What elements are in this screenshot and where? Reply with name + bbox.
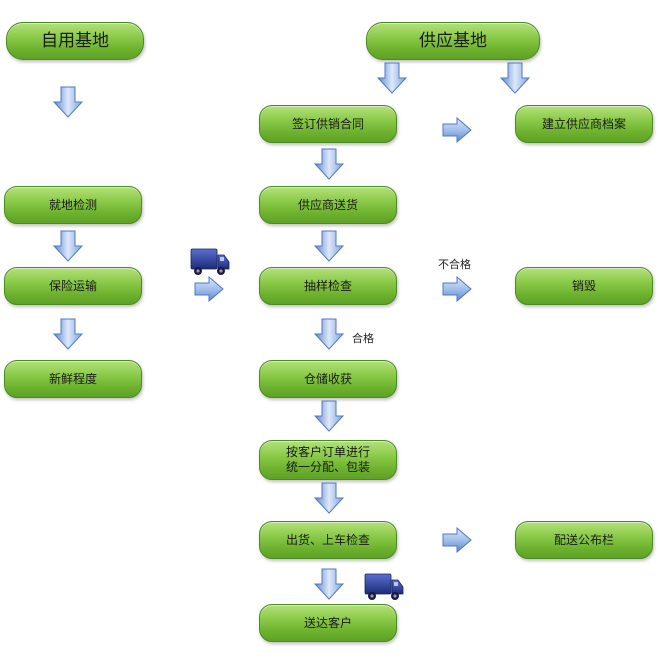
down-arrow-icon: [314, 318, 344, 350]
down-arrow-icon: [314, 400, 344, 432]
down-arrow-icon: [53, 318, 83, 350]
step-sampling-check: 抽样检查: [259, 267, 397, 305]
self-step-freshness: 新鲜程度: [4, 360, 142, 398]
step-deliver-customer: 送达客户: [259, 604, 397, 642]
side-distribution-board: 配送公布栏: [515, 521, 653, 559]
supply-base-title: 供应基地: [366, 22, 540, 60]
right-arrow-icon: [442, 527, 472, 553]
down-arrow-icon: [314, 230, 344, 262]
side-destroy: 销毁: [515, 267, 653, 305]
step-sign-contract: 签订供销合同: [259, 105, 397, 143]
down-arrow-icon: [377, 62, 407, 94]
step-storage-receipt: 仓储收获: [259, 360, 397, 398]
step-supplier-delivery: 供应商送货: [259, 186, 397, 224]
allocate-pack-line1: 按客户订单进行: [285, 445, 370, 459]
qualified-label: 合格: [352, 332, 374, 345]
down-arrow-icon: [314, 148, 344, 180]
unqualified-label: 不合格: [438, 258, 471, 271]
down-arrow-icon: [53, 86, 83, 118]
truck-icon: [364, 572, 404, 602]
self-base-title: 自用基地: [6, 22, 144, 60]
allocate-pack-line2: 统一分配、包装: [285, 460, 370, 474]
step-allocate-pack: 按客户订单进行 统一分配、包装: [259, 440, 397, 480]
down-arrow-icon: [314, 482, 344, 514]
truck-icon: [190, 247, 230, 277]
down-arrow-icon: [53, 230, 83, 262]
right-arrow-icon: [194, 276, 224, 302]
down-arrow-icon: [314, 568, 344, 600]
side-supplier-archive: 建立供应商档案: [515, 105, 653, 143]
step-ship-check: 出货、上车检查: [259, 521, 397, 559]
self-step-inspection: 就地检测: [4, 186, 142, 224]
self-step-transport: 保险运输: [4, 267, 142, 305]
right-arrow-icon: [442, 276, 472, 302]
right-arrow-icon: [442, 117, 472, 143]
down-arrow-icon: [500, 62, 530, 94]
